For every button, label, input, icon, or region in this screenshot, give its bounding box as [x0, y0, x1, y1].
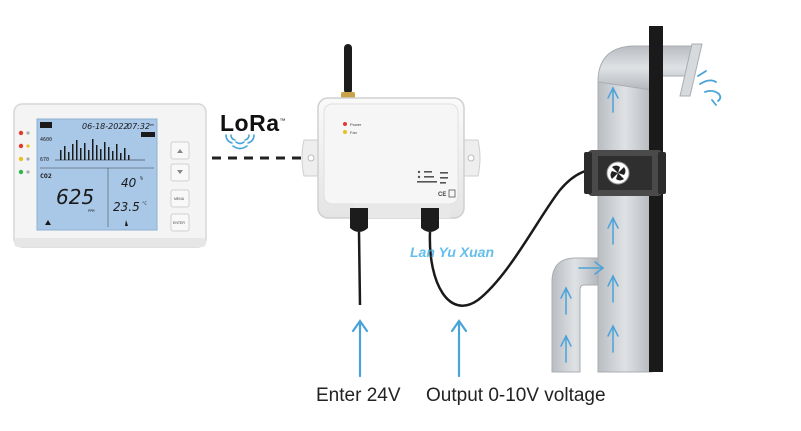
lcd-ppm-low: 670: [40, 157, 49, 163]
menu-button-label: MENU: [174, 197, 185, 201]
bell-icon: [45, 220, 51, 225]
enter-button-label: ENTER: [173, 221, 185, 225]
input-gland: [350, 208, 368, 232]
input-cable: [357, 231, 362, 306]
lcd-humidity: 40: [121, 176, 137, 190]
lcd-co2-value: 625: [56, 185, 94, 209]
enter-button[interactable]: [170, 213, 190, 232]
signal-waves-icon: [225, 134, 255, 150]
lcd-ppm-top: 4600: [40, 137, 52, 143]
lcd-temperature: 23.5: [113, 200, 140, 214]
lcd-date: 06-18-2022: [82, 122, 129, 131]
lcd-gas-label: CO2: [40, 172, 52, 180]
lora-controller: Power Fan CE: [301, 44, 481, 232]
input-arrow-icon: [351, 319, 369, 378]
lcd-co2-unit: PPM: [88, 209, 94, 213]
lcd-humidity-unit: %: [140, 176, 143, 182]
menu-button[interactable]: [170, 189, 190, 208]
output-label: Output 0-10V voltage: [426, 385, 606, 406]
lcd-screen: [36, 118, 158, 231]
svg-text:CE: CE: [438, 192, 446, 198]
led-yellow-icon: [18, 156, 24, 162]
wind-icon: [697, 70, 722, 106]
watermark: Lan Yu Xuan: [410, 244, 495, 260]
input-label: Enter 24V: [316, 385, 401, 406]
co2-monitor: 06-18-2022 07:32 PM 4600 670: [13, 103, 207, 248]
led-green-icon: [18, 169, 24, 175]
air-duct: [551, 26, 722, 373]
output-cable: [428, 168, 599, 307]
lcd-temperature-unit: °C: [142, 201, 147, 206]
lora-logo: LoRa™: [220, 110, 286, 136]
output-arrow-icon: [450, 319, 468, 378]
antenna-icon: [344, 44, 352, 94]
fan-icon: [125, 220, 128, 226]
output-gland: [421, 208, 439, 232]
support-pole: [649, 26, 663, 372]
power-led-label: Power: [350, 122, 362, 127]
led-red-icon: [18, 130, 24, 136]
lcd-time-suffix: PM: [150, 123, 154, 127]
fan-led-label: Fan: [350, 130, 357, 135]
lcd-history-bars: [60, 139, 130, 160]
lcd-time: 07:32: [127, 122, 150, 131]
